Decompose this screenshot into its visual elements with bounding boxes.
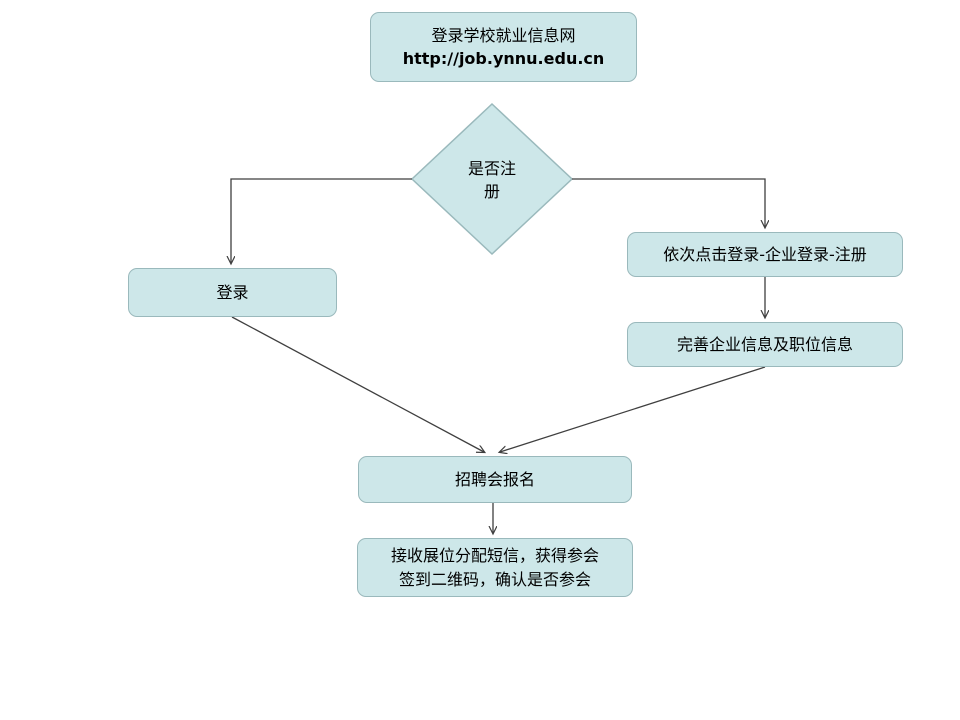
complete-info-node: 完善企业信息及职位信息 xyxy=(627,322,903,367)
decision-label-line1: 是否注 xyxy=(467,158,516,178)
decision-diamond-shape xyxy=(410,102,574,256)
decision-label-line2: 册 xyxy=(483,182,500,201)
decision-node-label: 是否注 册 xyxy=(432,149,552,211)
login-node-label: 登录 xyxy=(216,282,249,302)
signup-node-label: 招聘会报名 xyxy=(454,469,535,489)
complete-info-node-label: 完善企业信息及职位信息 xyxy=(676,334,853,354)
signup-node: 招聘会报名 xyxy=(358,456,632,503)
confirmation-node-line1: 接收展位分配短信，获得参会 xyxy=(390,546,599,566)
register-node-label: 依次点击登录-企业登录-注册 xyxy=(663,244,867,264)
connector-decision-to-register xyxy=(572,178,765,227)
register-node: 依次点击登录-企业登录-注册 xyxy=(627,232,903,277)
confirmation-node: 接收展位分配短信，获得参会 签到二维码，确认是否参会 xyxy=(357,538,633,597)
connector-decision-to-login xyxy=(231,178,412,263)
start-node-title: 登录学校就业信息网 xyxy=(431,25,576,45)
start-node: 登录学校就业信息网 http://job.ynnu.edu.cn xyxy=(370,12,637,82)
connector-complete-to-signup xyxy=(500,366,766,452)
confirmation-node-line2: 签到二维码，确认是否参会 xyxy=(398,569,591,589)
start-node-url: http://job.ynnu.edu.cn xyxy=(402,49,605,68)
connector-login-to-signup xyxy=(231,316,484,452)
login-node: 登录 xyxy=(128,268,337,317)
